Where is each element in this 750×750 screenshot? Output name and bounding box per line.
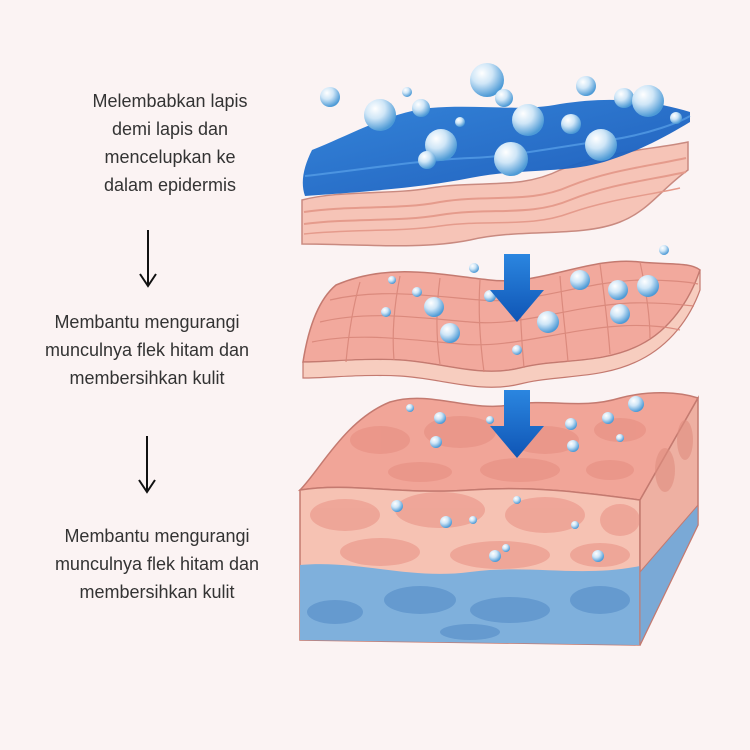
water-droplet-icon <box>412 287 422 297</box>
water-droplet-icon <box>430 436 442 448</box>
water-droplet-icon <box>576 76 596 96</box>
water-droplet-icon <box>513 496 521 504</box>
water-droplet-icon <box>502 544 510 552</box>
water-droplet-icon <box>402 87 412 97</box>
water-droplet-icon <box>570 270 590 290</box>
water-droplet-icon <box>602 412 614 424</box>
water-droplet-icon <box>614 88 634 108</box>
water-droplet-icon <box>659 245 669 255</box>
water-droplet-icon <box>512 104 544 136</box>
water-droplet-icon <box>381 307 391 317</box>
water-droplet-icon <box>440 516 452 528</box>
water-droplet-icon <box>567 440 579 452</box>
water-droplet-icon <box>571 521 579 529</box>
water-droplet-icon <box>495 89 513 107</box>
water-droplet-icon <box>512 345 522 355</box>
water-droplet-icon <box>608 280 628 300</box>
water-droplet-icon <box>388 276 396 284</box>
water-droplet-icon <box>434 412 446 424</box>
water-droplet-icon <box>670 112 682 124</box>
water-droplet-icon <box>412 99 430 117</box>
water-droplet-icon <box>610 304 630 324</box>
water-droplet-icon <box>391 500 403 512</box>
water-droplet-icon <box>537 311 559 333</box>
water-droplet-icon <box>616 434 624 442</box>
water-droplet-icon <box>440 323 460 343</box>
water-droplet-icon <box>632 85 664 117</box>
water-droplet-icon <box>628 396 644 412</box>
water-droplet-icon <box>592 550 604 562</box>
water-droplet-icon <box>489 550 501 562</box>
water-droplet-icon <box>561 114 581 134</box>
water-droplet-icon <box>418 151 436 169</box>
water-droplet-icon <box>486 416 494 424</box>
water-droplet-icon <box>320 87 340 107</box>
water-droplet-icon <box>494 142 528 176</box>
water-droplet-icon <box>637 275 659 297</box>
water-droplet-icon <box>565 418 577 430</box>
water-droplet-icon <box>469 263 479 273</box>
water-droplet-icon <box>424 297 444 317</box>
water-droplet-icon <box>406 404 414 412</box>
water-droplet-icon <box>364 99 396 131</box>
water-droplet-icon <box>585 129 617 161</box>
water-droplet-icon <box>455 117 465 127</box>
water-droplet-icon <box>469 516 477 524</box>
